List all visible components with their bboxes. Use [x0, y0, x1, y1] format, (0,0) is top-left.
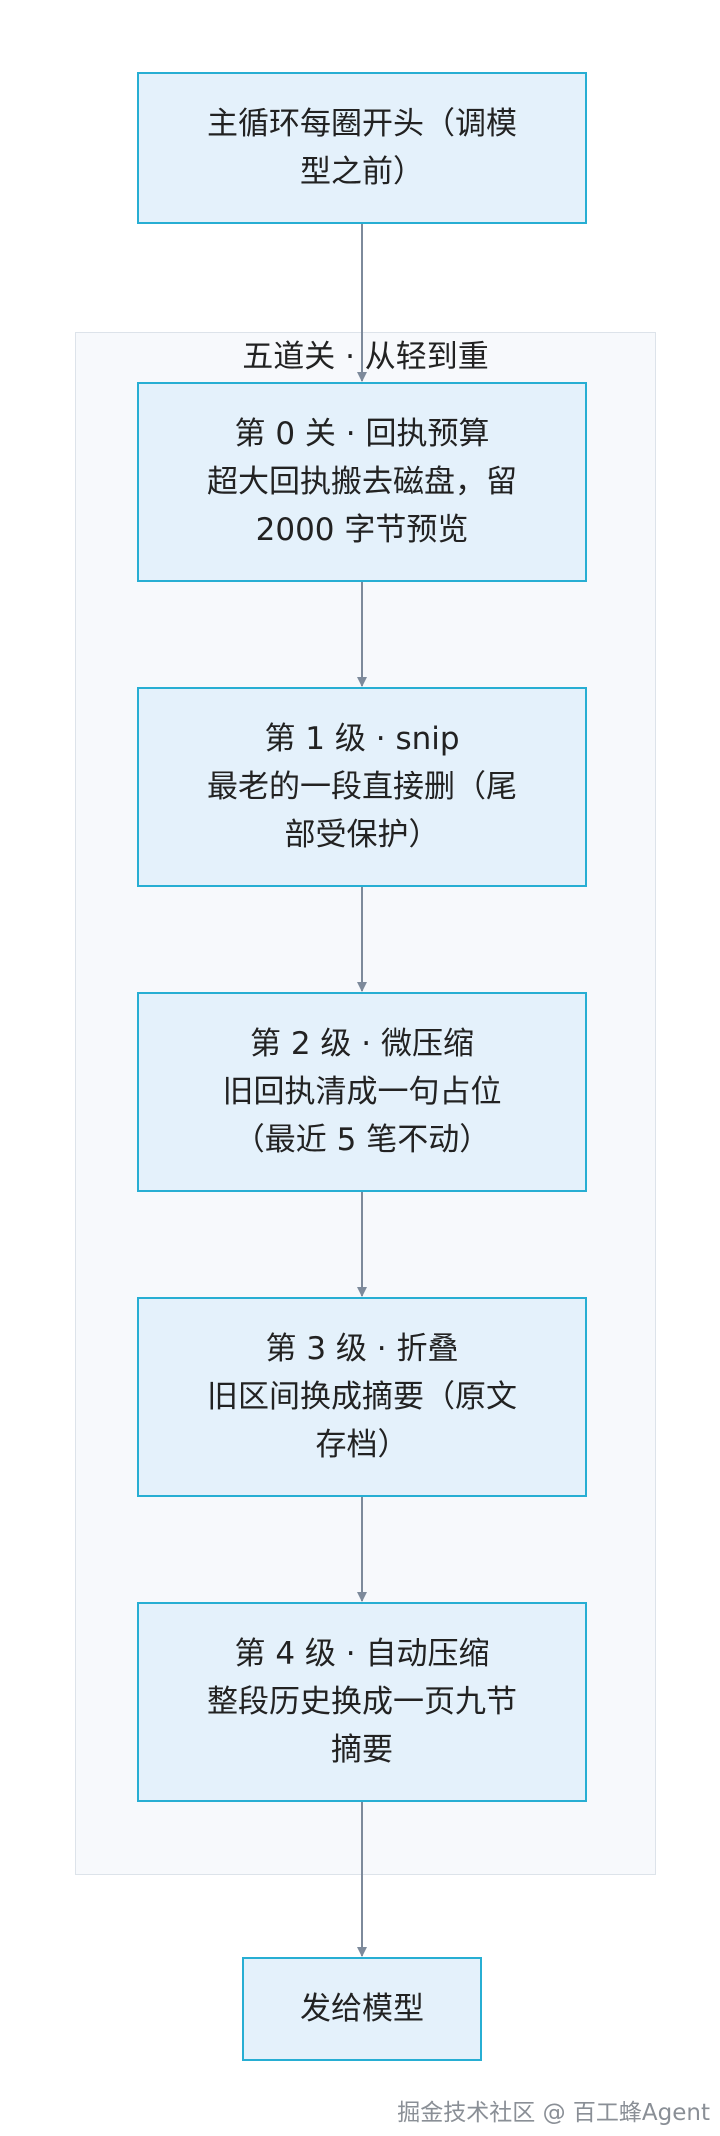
stage-0-desc-line-2: 2000 字节预览	[255, 512, 469, 548]
start-node: 主循环每圈开头（调模 型之前）	[137, 72, 587, 224]
start-node-line-1: 主循环每圈开头（调模	[207, 106, 517, 142]
stage-3-desc-line-1: 旧区间换成摘要（原文	[207, 1379, 517, 1415]
stage-1-node: 第 1 级 · snip 最老的一段直接删（尾 部受保护）	[137, 687, 587, 887]
stage-4-desc-line-1: 整段历史换成一页九节	[207, 1684, 517, 1720]
group-title: 五道关 · 从轻到重	[242, 339, 489, 375]
stage-2-title: 第 2 级 · 微压缩	[250, 1026, 474, 1062]
stage-4-title: 第 4 级 · 自动压缩	[234, 1636, 490, 1672]
stage-1-title: 第 1 级 · snip	[264, 721, 460, 757]
stage-3-title: 第 3 级 · 折叠	[265, 1331, 459, 1367]
stage-0-title: 第 0 关 · 回执预算	[234, 416, 490, 452]
stage-2-node: 第 2 级 · 微压缩 旧回执清成一句占位 （最近 5 笔不动）	[137, 992, 587, 1192]
stage-3-node: 第 3 级 · 折叠 旧区间换成摘要（原文 存档）	[137, 1297, 587, 1497]
start-node-line-2: 型之前）	[300, 154, 424, 190]
stage-0-desc-line-1: 超大回执搬去磁盘，留	[207, 464, 517, 500]
end-node: 发给模型	[242, 1957, 482, 2061]
stage-0-node: 第 0 关 · 回执预算 超大回执搬去磁盘，留 2000 字节预览	[137, 382, 587, 582]
end-node-label: 发给模型	[300, 1991, 424, 2027]
stage-2-desc-line-2: （最近 5 笔不动）	[233, 1122, 491, 1158]
stage-1-desc-line-1: 最老的一段直接删（尾	[207, 769, 517, 805]
stage-1-desc-line-2: 部受保护）	[284, 817, 440, 853]
stage-3-desc-line-2: 存档）	[315, 1427, 409, 1463]
stage-4-node: 第 4 级 · 自动压缩 整段历史换成一页九节 摘要	[137, 1602, 587, 1802]
watermark: 掘金技术社区 @ 百工蜂Agent	[397, 2100, 710, 2126]
stage-4-desc-line-2: 摘要	[331, 1732, 393, 1768]
stage-2-desc-line-1: 旧回执清成一句占位	[222, 1074, 502, 1110]
